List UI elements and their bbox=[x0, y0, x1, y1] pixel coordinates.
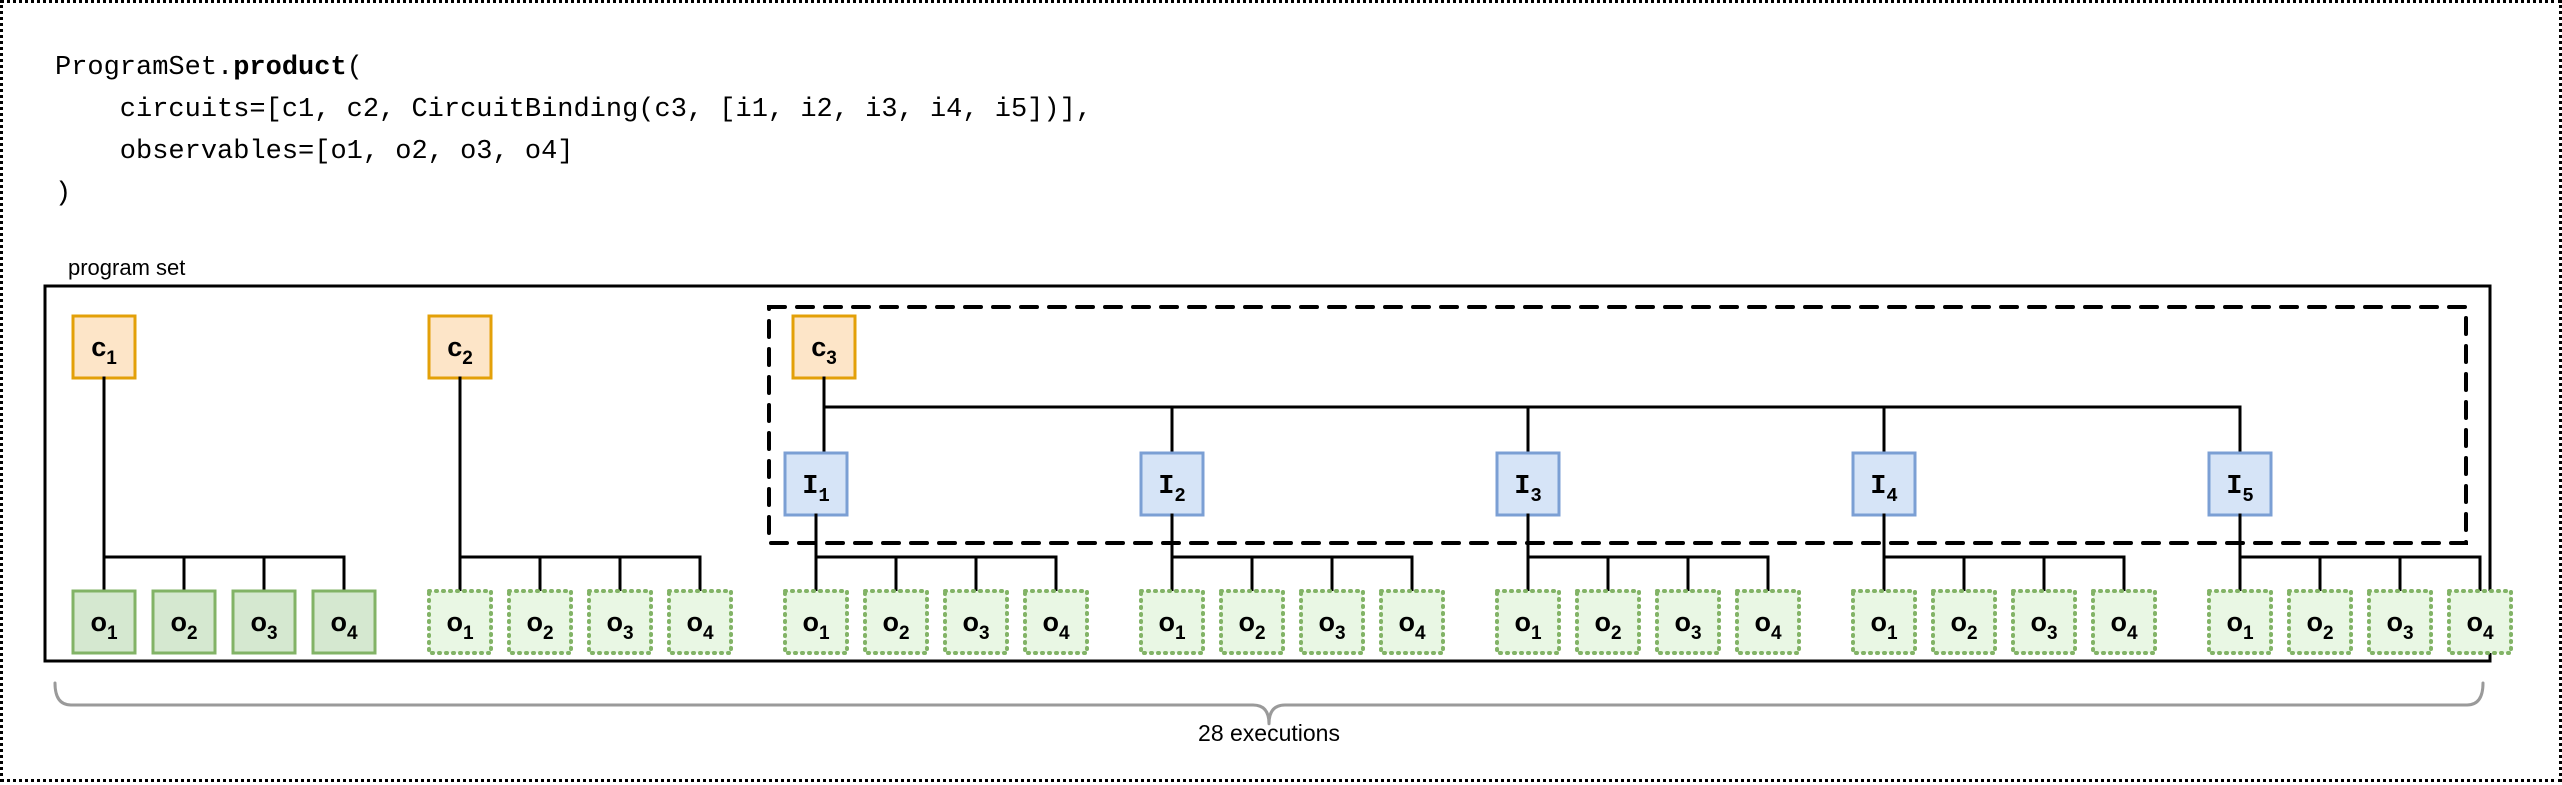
observable-label-group-c3-i3-o1: o1 bbox=[1514, 607, 1542, 644]
code-line-1-post: ( bbox=[346, 53, 363, 83]
observable-box-group-c3-i5-o2[interactable] bbox=[2287, 589, 2353, 655]
observable-box-group-c2-o3[interactable] bbox=[587, 589, 653, 655]
observable-box-group-c3-i1-o4[interactable] bbox=[1023, 589, 1089, 655]
observable-label-group-c3-i5-o2: o2 bbox=[2306, 607, 2333, 644]
circuit-binding-container[interactable] bbox=[767, 305, 2468, 545]
observable-label-group-c3-i3-o3: o3 bbox=[1674, 607, 1701, 644]
code-block: ProgramSet.product( circuits=[c1, c2, Ci… bbox=[55, 47, 1092, 215]
observable-box-group-c3-i5-o3[interactable] bbox=[2367, 589, 2433, 655]
observable-box-group-c3-i1-o1[interactable] bbox=[783, 589, 849, 655]
observable-label-group-c3-i1-o3: o3 bbox=[962, 607, 989, 644]
observable-box-group-c2-o4[interactable] bbox=[667, 589, 733, 655]
code-line-1-pre: ProgramSet. bbox=[55, 53, 234, 83]
observable-label-group-c3-i2-o1: o1 bbox=[1158, 607, 1186, 644]
observable-box-group-c3-i2-o4[interactable] bbox=[1379, 589, 1445, 655]
parameter-label-i4: I4 bbox=[1870, 472, 1898, 507]
circuit-box-c3[interactable] bbox=[791, 314, 857, 380]
observable-box-group-c1-o3[interactable] bbox=[231, 589, 297, 655]
observable-label-group-c3-i2-o4: o4 bbox=[1398, 607, 1426, 644]
observable-label-group-c1-o4: o4 bbox=[330, 607, 358, 644]
observable-label-group-c2-o2: o2 bbox=[526, 607, 553, 644]
observable-label-group-c3-i1-o4: o4 bbox=[1042, 607, 1070, 644]
program-set-label: program set bbox=[68, 255, 185, 280]
observable-box-group-c3-i3-o4[interactable] bbox=[1735, 589, 1801, 655]
circuit-box-c2[interactable] bbox=[427, 314, 493, 380]
parameter-box-i5[interactable] bbox=[2207, 451, 2273, 517]
observable-box-group-c3-i3-o2[interactable] bbox=[1575, 589, 1641, 655]
code-line-4: ) bbox=[55, 179, 72, 209]
observable-box-group-c3-i2-o1[interactable] bbox=[1139, 589, 1205, 655]
executions-label: 28 executions bbox=[1198, 720, 1340, 746]
circuit-label-c3: c3 bbox=[811, 332, 837, 369]
observable-box-group-c2-o1[interactable] bbox=[427, 589, 493, 655]
observable-box-group-c3-i3-o3[interactable] bbox=[1655, 589, 1721, 655]
observable-box-group-c3-i4-o4[interactable] bbox=[2091, 589, 2157, 655]
observable-label-group-c3-i2-o2: o2 bbox=[1238, 607, 1265, 644]
observable-box-group-c1-o4[interactable] bbox=[311, 589, 377, 655]
observable-box-group-c3-i5-o4[interactable] bbox=[2447, 589, 2513, 655]
observable-label-group-c3-i5-o1: o1 bbox=[2226, 607, 2254, 644]
observable-label-group-c3-i4-o1: o1 bbox=[1870, 607, 1898, 644]
parameter-box-i1[interactable] bbox=[783, 451, 849, 517]
parameter-box-i4[interactable] bbox=[1851, 451, 1917, 517]
observable-label-group-c3-i3-o4: o4 bbox=[1754, 607, 1782, 644]
program-set-container[interactable] bbox=[43, 284, 2492, 663]
code-line-1-method: product bbox=[233, 53, 347, 83]
parameter-box-i3[interactable] bbox=[1495, 451, 1561, 517]
parameter-box-i2[interactable] bbox=[1139, 451, 1205, 517]
observable-label-group-c2-o1: o1 bbox=[446, 607, 474, 644]
parameter-label-i1: I1 bbox=[802, 472, 830, 507]
circuit-label-c2: c2 bbox=[447, 332, 473, 369]
parameter-label-i3: I3 bbox=[1514, 472, 1542, 507]
observable-box-group-c3-i2-o2[interactable] bbox=[1219, 589, 1285, 655]
observable-label-group-c3-i5-o3: o3 bbox=[2386, 607, 2413, 644]
observable-label-group-c3-i3-o2: o2 bbox=[1594, 607, 1621, 644]
observable-box-group-c3-i4-o1[interactable] bbox=[1851, 589, 1917, 655]
diagram: program set o1 o2 o3 o4 o1 o2 o3 o4 o1 o2 o3 o4 o1 o2 o… bbox=[3, 3, 2562, 785]
observable-label-group-c3-i4-o4: o4 bbox=[2110, 607, 2138, 644]
observable-box-group-c1-o2[interactable] bbox=[151, 589, 217, 655]
circuit-label-c1: c1 bbox=[91, 332, 117, 369]
observable-label-group-c1-o2: o2 bbox=[170, 607, 197, 644]
executions-brace bbox=[53, 681, 2485, 726]
observable-label-group-c2-o4: o4 bbox=[686, 607, 714, 644]
observable-label-group-c3-i5-o4: o4 bbox=[2466, 607, 2494, 644]
observable-label-group-c3-i4-o3: o3 bbox=[2030, 607, 2057, 644]
circuit-box-c1[interactable] bbox=[71, 314, 137, 380]
observable-box-group-c3-i1-o2[interactable] bbox=[863, 589, 929, 655]
observable-label-group-c3-i4-o2: o2 bbox=[1950, 607, 1977, 644]
observable-label-group-c1-o3: o3 bbox=[250, 607, 277, 644]
observable-box-group-c3-i5-o1[interactable] bbox=[2207, 589, 2273, 655]
observable-label-group-c3-i1-o1: o1 bbox=[802, 607, 830, 644]
observable-box-group-c2-o2[interactable] bbox=[507, 589, 573, 655]
observable-box-group-c1-o1[interactable] bbox=[71, 589, 137, 655]
observable-box-group-c3-i4-o3[interactable] bbox=[2011, 589, 2077, 655]
observable-box-group-c3-i1-o3[interactable] bbox=[943, 589, 1009, 655]
observable-label-group-c2-o3: o3 bbox=[606, 607, 633, 644]
observable-label-group-c1-o1: o1 bbox=[90, 607, 118, 644]
observable-box-group-c3-i4-o2[interactable] bbox=[1931, 589, 1997, 655]
parameter-label-i5: I5 bbox=[2226, 472, 2254, 507]
parameter-label-i2: I2 bbox=[1158, 472, 1186, 507]
diagram-generated-layer: program set o1 o2 o3 o4 o1 o2 o3 o4 o1 o2 o3 o4 o1 o2 o… bbox=[43, 255, 2513, 746]
observable-label-group-c3-i2-o3: o3 bbox=[1318, 607, 1345, 644]
observable-box-group-c3-i2-o3[interactable] bbox=[1299, 589, 1365, 655]
observable-box-group-c3-i3-o1[interactable] bbox=[1495, 589, 1561, 655]
observable-label-group-c3-i1-o2: o2 bbox=[882, 607, 909, 644]
code-line-2: circuits=[c1, c2, CircuitBinding(c3, [i1… bbox=[55, 95, 1092, 125]
code-line-3: observables=[o1, o2, o3, o4] bbox=[55, 137, 574, 167]
